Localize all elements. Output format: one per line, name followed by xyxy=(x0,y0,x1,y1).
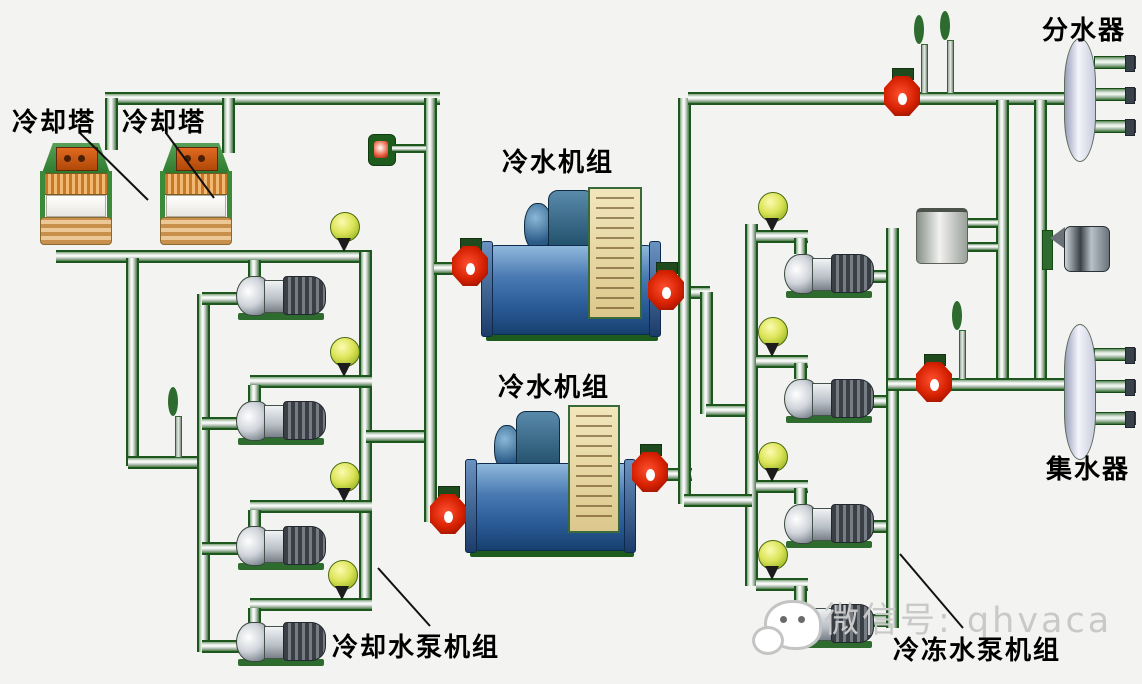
pipe-riser-bottom xyxy=(684,494,752,507)
cooling-water-pump-icon xyxy=(236,395,328,445)
pipe-pump-outlet xyxy=(202,640,246,653)
pipe-row3 xyxy=(250,500,372,513)
pipe-pump-outlet xyxy=(202,292,246,305)
label-chiller-2: 冷水机组 xyxy=(498,373,611,403)
pipe-pump-outlet xyxy=(202,542,246,555)
collector-stub xyxy=(1094,347,1136,364)
pipe-elbow xyxy=(794,363,807,379)
cooling-tower-icon xyxy=(38,143,114,245)
collector-icon xyxy=(1064,324,1096,460)
chilled-water-pump-icon xyxy=(784,498,876,548)
collector-stub xyxy=(1094,411,1136,428)
ball-valve-icon xyxy=(758,317,788,359)
chiller-icon xyxy=(465,405,640,560)
chiller-icon xyxy=(481,185,666,341)
pipe-under-towers xyxy=(56,250,372,263)
distributor-icon xyxy=(1064,38,1096,162)
pipe-tower2-riser xyxy=(222,98,235,153)
pressure-gauge-icon xyxy=(952,301,976,380)
sensor-icon xyxy=(368,134,396,166)
distributor-stub xyxy=(1094,87,1136,104)
pipe-pump-outlet xyxy=(202,417,246,430)
label-cooling-pump-group: 冷却水泵机组 xyxy=(332,633,501,663)
ball-valve-icon xyxy=(328,560,358,602)
pipe-header-link xyxy=(366,430,432,443)
bypass-flange xyxy=(1042,230,1053,270)
pipe-left-outlet-header xyxy=(197,294,210,652)
label-chiller-1: 冷水机组 xyxy=(502,148,615,178)
cooling-water-pump-icon xyxy=(236,270,328,320)
ball-valve-icon xyxy=(330,337,360,379)
butterfly-valve-icon xyxy=(648,262,684,310)
pipe-tank-stub xyxy=(966,242,998,252)
butterfly-valve-icon xyxy=(430,486,466,534)
bypass-cone xyxy=(1050,227,1065,249)
pipe-row4 xyxy=(250,598,372,611)
pipe-chiller1-drop xyxy=(700,292,713,414)
sensor-stem xyxy=(392,144,426,153)
pipe-elbow xyxy=(248,260,261,278)
chilled-water-pump-icon xyxy=(784,373,876,423)
pipe-to-right-header xyxy=(706,404,754,417)
pipe-right-inlet-header xyxy=(745,224,758,586)
ball-valve-icon xyxy=(758,540,788,582)
pipe-row2 xyxy=(250,375,372,388)
collector-stub xyxy=(1094,379,1136,396)
pipe-elbow xyxy=(248,510,261,528)
label-distributor: 分水器 xyxy=(1042,16,1127,46)
butterfly-valve-icon xyxy=(632,444,668,492)
pressure-gauge-icon xyxy=(914,15,938,94)
butterfly-valve-icon xyxy=(884,68,920,116)
pipe-tower-drop xyxy=(126,258,139,466)
label-cooling-tower-1: 冷却塔 xyxy=(12,108,97,138)
pressure-gauge-icon xyxy=(940,11,964,94)
label-chilled-pump-group: 冷冻水泵机组 xyxy=(893,636,1062,666)
label-cooling-tower-2: 冷却塔 xyxy=(122,108,207,138)
pipe-elbow xyxy=(794,238,807,254)
pipe-right-outlet-header xyxy=(886,228,899,628)
pipe-elbow xyxy=(794,488,807,504)
pipe-elbow xyxy=(248,608,261,624)
label-collector: 集水器 xyxy=(1046,455,1131,485)
bypass-pump-icon xyxy=(1064,226,1110,272)
pipe-top-left xyxy=(105,92,440,105)
butterfly-valve-icon xyxy=(452,238,488,286)
cooling-water-pump-icon xyxy=(236,520,328,570)
ball-valve-icon xyxy=(758,192,788,234)
ball-valve-icon xyxy=(758,442,788,484)
pressure-gauge-icon xyxy=(168,387,192,458)
ball-valve-icon xyxy=(330,462,360,504)
pipe-chiller-header xyxy=(424,98,437,522)
distributor-stub xyxy=(1094,55,1136,72)
cooling-tower-icon xyxy=(158,143,234,245)
expansion-tank-icon xyxy=(916,208,968,264)
ball-valve-icon xyxy=(330,212,360,254)
distributor-stub xyxy=(1094,119,1136,136)
watermark-text: 微信号: qhvaca xyxy=(824,601,1113,641)
pipe-connector xyxy=(128,456,208,469)
chilled-water-pump-icon xyxy=(784,248,876,298)
pipe-tank-stub xyxy=(966,218,998,228)
cooling-water-pump-icon xyxy=(236,616,328,666)
pipe-elbow xyxy=(248,385,261,403)
butterfly-valve-icon xyxy=(916,354,952,402)
